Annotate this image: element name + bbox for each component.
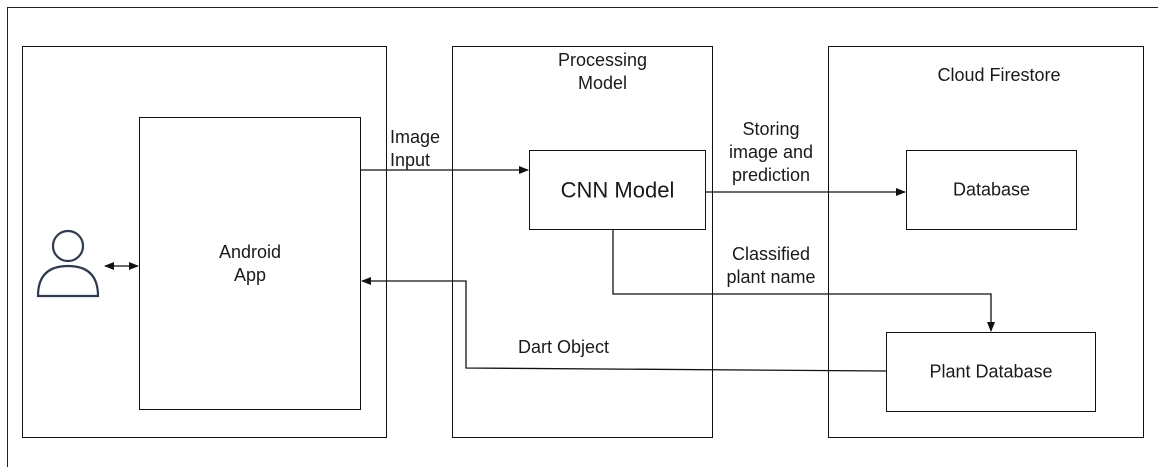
database-node[interactable]: Database xyxy=(906,150,1077,230)
plant-database-node[interactable]: Plant Database xyxy=(886,332,1096,412)
database-label: Database xyxy=(952,179,1031,200)
diagram-frame xyxy=(7,7,1158,467)
user-icon xyxy=(36,229,100,298)
processing-model-label: Processing Model xyxy=(557,50,648,93)
classified-label: Classified plant name xyxy=(726,244,816,287)
image-input-label: Image Input xyxy=(390,127,441,170)
cnn-model-node[interactable]: CNN Model xyxy=(529,150,706,230)
plant-database-label: Plant Database xyxy=(929,361,1053,382)
processing-model-container xyxy=(452,46,713,438)
cloud-firestore-label: Cloud Firestore xyxy=(937,65,1061,85)
storing-label: Storing image and prediction xyxy=(728,119,814,185)
android-app-node[interactable]: Android App xyxy=(139,117,361,410)
dart-object-label: Dart Object xyxy=(518,337,610,357)
android-app-label: Android App xyxy=(218,241,282,285)
cnn-model-label: CNN Model xyxy=(560,177,675,203)
